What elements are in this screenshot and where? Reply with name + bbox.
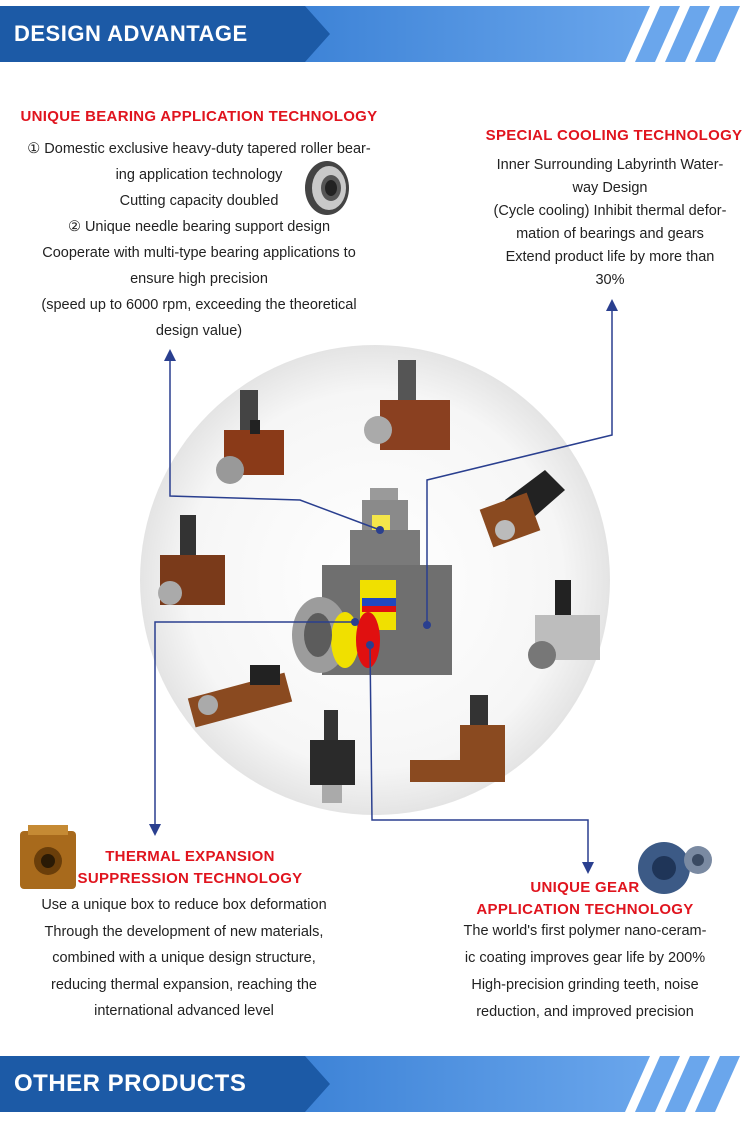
bearing-line: ② Unique needle bearing support design: [67, 219, 331, 235]
gear-heading-line: APPLICATION TECHNOLOGY: [476, 901, 694, 918]
other-products-banner: OTHER PRODUCTS: [0, 1056, 750, 1112]
thermal-line: Use a unique box to reduce box deformati…: [41, 897, 327, 913]
thermal-line: reducing thermal expansion, reaching the: [51, 976, 317, 993]
gear-heading: UNIQUE GEAR APPLICATION TECHNOLOGY: [455, 877, 715, 921]
gear-line: reduction, and improved precision: [476, 1004, 694, 1020]
gear-line: ic coating improves gear life by 200%: [464, 950, 706, 966]
banner-title: OTHER PRODUCTS: [14, 1070, 247, 1097]
gear-heading-line: UNIQUE GEAR: [530, 879, 640, 896]
cooling-line: mation of bearings and gears: [516, 226, 704, 242]
bearing-heading: UNIQUE BEARING APPLICATION TECHNOLOGY: [20, 108, 378, 125]
cooling-description: Inner Surrounding Labyrinth Water- way D…: [470, 154, 750, 292]
bearing-line: design value): [155, 323, 243, 339]
cooling-line: Inner Surrounding Labyrinth Water-: [496, 157, 724, 173]
gear-line: The world's first polymer nano-ceram-: [463, 923, 707, 939]
cooling-line: 30%: [595, 272, 625, 288]
thermal-heading: THERMAL EXPANSION SUPPRESSION TECHNOLOGY: [60, 846, 320, 890]
thermal-line: combined with a unique design structure,: [52, 950, 316, 966]
thermal-line: international advanced level: [94, 1003, 274, 1019]
bearing-line: ensure high precision: [130, 271, 268, 287]
banner-title: DESIGN ADVANTAGE: [14, 21, 248, 46]
gear-description: The world's first polymer nano-ceram- ic…: [440, 918, 730, 1026]
banner-background: [0, 1056, 740, 1112]
leader-lines: [149, 299, 618, 874]
cooling-heading: SPECIAL COOLING TECHNOLOGY: [485, 127, 743, 144]
cooling-line: way Design: [572, 180, 648, 196]
cooling-line: (Cycle cooling) Inhibit thermal defor-: [493, 203, 727, 219]
thermal-line: Through the development of new materials…: [44, 923, 324, 940]
thermal-description: Use a unique box to reduce box deformati…: [0, 892, 368, 1025]
bearing-line: Cutting capacity doubled: [119, 193, 279, 209]
banner-background: [0, 6, 740, 62]
tool-holder-icons: [158, 360, 600, 803]
thermal-heading-line: THERMAL EXPANSION: [105, 848, 275, 865]
bearing-line: Cooperate with multi-type bearing applic…: [42, 245, 356, 261]
cooling-line: Extend product life by more than: [505, 249, 715, 265]
background-circle: [140, 345, 610, 815]
bearing-line: ing application technology: [115, 167, 283, 183]
central-product-cutaway: [292, 488, 452, 675]
bearing-line: (speed up to 6000 rpm, exceeding the the…: [41, 297, 357, 313]
bearing-line: ① Domestic exclusive heavy-duty tapered …: [27, 141, 371, 157]
gear-line: High-precision grinding teeth, noise: [471, 977, 699, 993]
thermal-heading-line: SUPPRESSION TECHNOLOGY: [77, 870, 303, 887]
design-advantage-banner: DESIGN ADVANTAGE: [0, 6, 750, 62]
bearing-description: ① Domestic exclusive heavy-duty tapered …: [0, 136, 398, 344]
